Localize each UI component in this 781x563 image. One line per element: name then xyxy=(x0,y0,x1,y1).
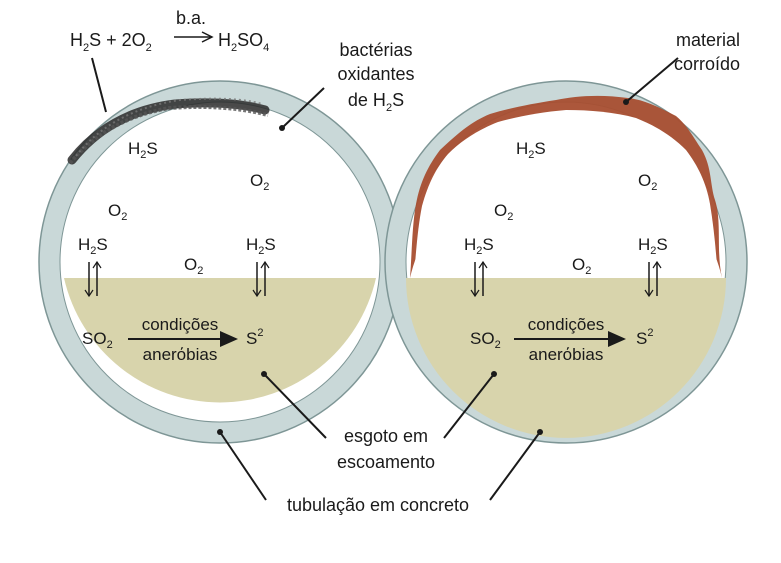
right-air-space xyxy=(414,110,718,278)
material-label-1: material xyxy=(676,30,740,50)
right-pipe xyxy=(384,80,748,444)
eq-product-h: H xyxy=(218,30,231,50)
left-h2s-1: H2S xyxy=(78,235,108,257)
bacteria-label-2: oxidantes xyxy=(337,64,414,84)
equation-pointer xyxy=(91,57,107,113)
eq-s-2o: S + 2O xyxy=(89,30,146,50)
left-conditions-2: anerόbias xyxy=(143,345,218,364)
right-so2: SO2 xyxy=(470,329,501,351)
sewage-label-2: escoamento xyxy=(337,452,435,472)
svg-text:H2S + 2O2: H2S + 2O2 xyxy=(70,30,152,54)
pipe-label: tubulação em concreto xyxy=(287,495,469,515)
left-chemistry: H2S O2 O2 O2 H2S H2S SO2 condições anerό… xyxy=(78,139,276,364)
eq-h: H xyxy=(70,30,83,50)
left-h2s-top: H2S xyxy=(128,139,158,161)
bacteria-label-3: de H2S xyxy=(348,90,404,114)
left-so2: SO2 xyxy=(82,329,113,351)
eq-sub-2b: 2 xyxy=(146,42,152,54)
left-o2-b: O2 xyxy=(108,201,127,223)
left-conditions-1: condições xyxy=(142,315,219,334)
pipe-callout: tubulação em concreto xyxy=(217,429,543,515)
right-conditions-2: anerόbias xyxy=(529,345,604,364)
right-s2: S2 xyxy=(636,327,653,348)
right-o2-a: O2 xyxy=(638,171,657,193)
eq-sub-2c: 2 xyxy=(231,42,237,54)
sewage-label-1: esgoto em xyxy=(344,426,428,446)
eq-sub-2a: 2 xyxy=(83,42,89,54)
right-o2-c: O2 xyxy=(572,255,591,277)
left-h2s-2: H2S xyxy=(246,235,276,257)
right-h2s-2: H2S xyxy=(638,235,668,257)
catalyst-label: b.a. xyxy=(176,8,206,28)
eq-product-so: SO xyxy=(237,30,263,50)
left-s2: S2 xyxy=(246,327,263,348)
svg-text:H2SO4: H2SO4 xyxy=(218,30,269,54)
right-h2s-top: H2S xyxy=(516,139,546,161)
left-o2-c: O2 xyxy=(184,255,203,277)
reaction-equation: H2S + 2O2 b.a. H2SO4 xyxy=(70,8,269,113)
right-h2s-1: H2S xyxy=(464,235,494,257)
bacteria-callout: bactérias oxidantes de H2S xyxy=(279,40,415,131)
right-sewage xyxy=(406,278,726,438)
right-conditions-1: condições xyxy=(528,315,605,334)
material-callout: material corroído xyxy=(623,30,740,105)
material-label-2: corroído xyxy=(674,54,740,74)
left-pipe xyxy=(38,80,402,444)
sewage-callout: esgoto em escoamento xyxy=(261,371,497,472)
eq-sub-4: 4 xyxy=(263,42,269,54)
bacteria-film xyxy=(67,97,270,165)
right-chemistry: H2S O2 O2 O2 H2S H2S SO2 condições anerό… xyxy=(464,139,668,364)
left-o2-a: O2 xyxy=(250,171,269,193)
bacteria-label-1: bactérias xyxy=(339,40,412,60)
right-o2-b: O2 xyxy=(494,201,513,223)
